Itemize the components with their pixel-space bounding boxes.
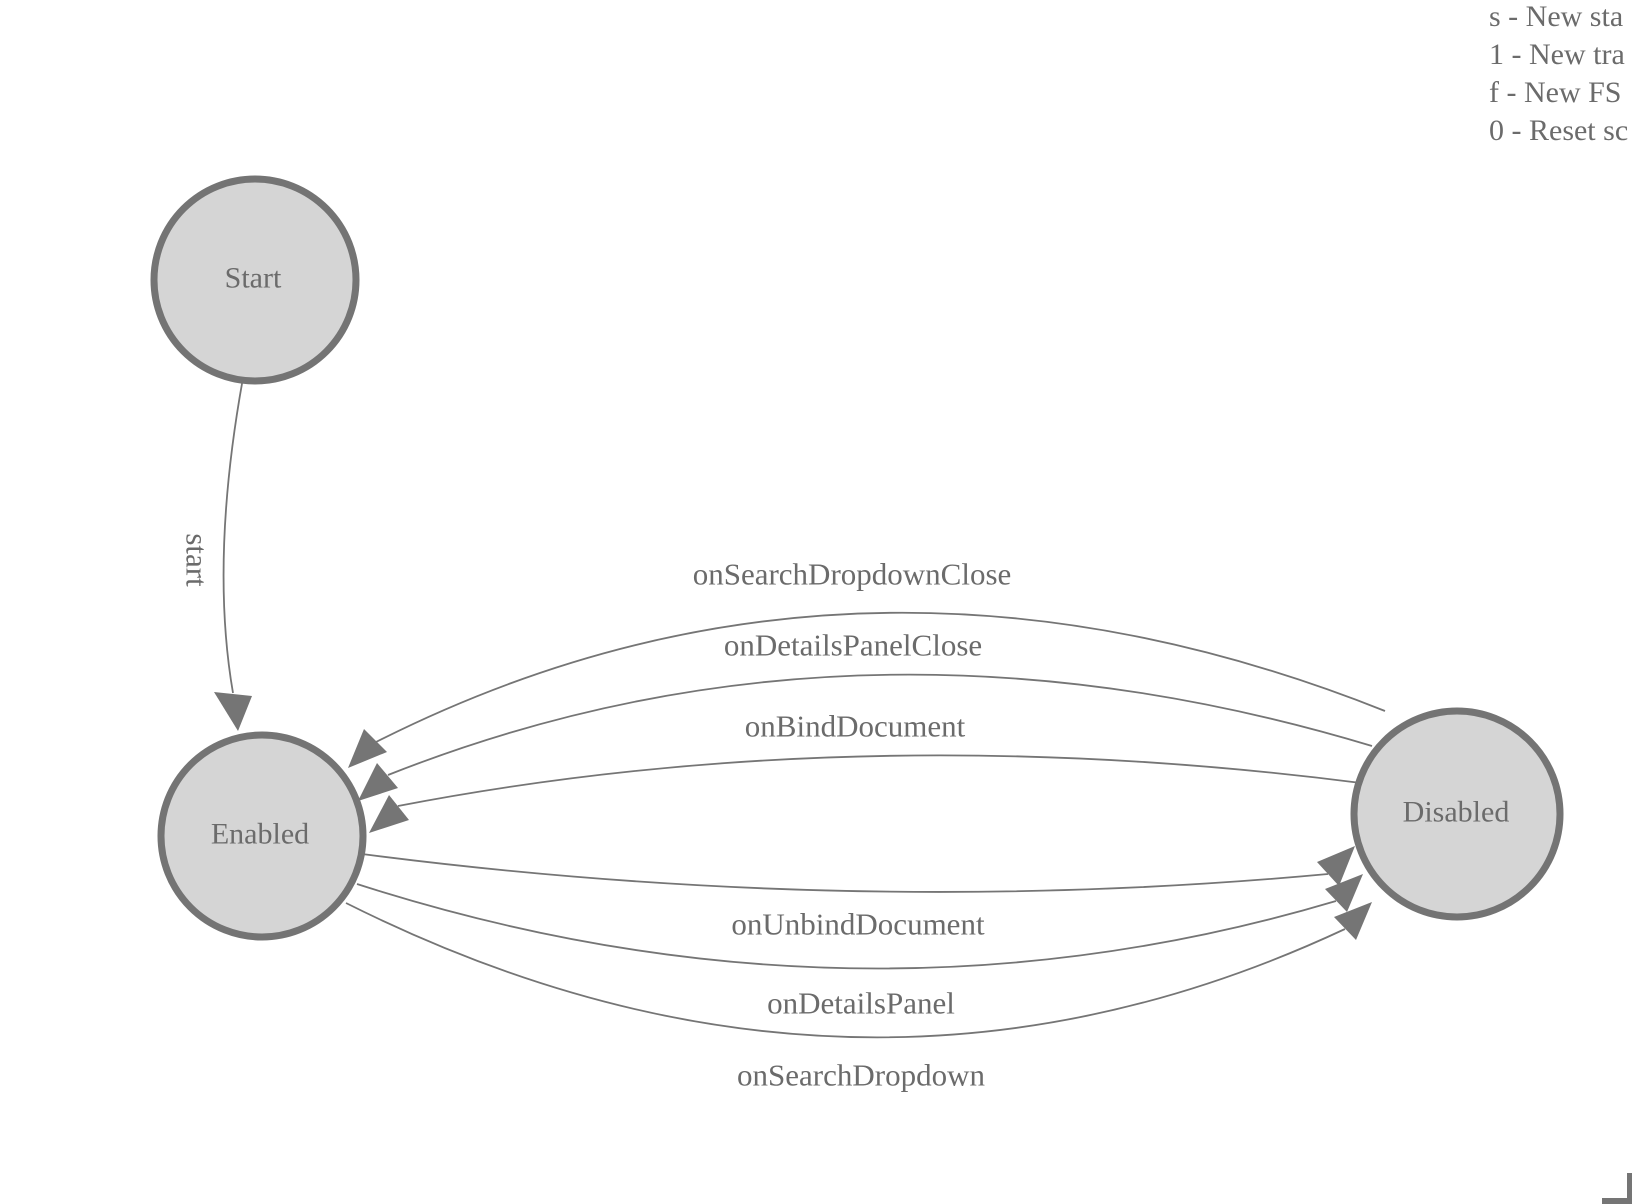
transition-label-onBindDocument: onBindDocument <box>745 709 966 744</box>
arrowhead-into-disabled-1 <box>1317 846 1355 886</box>
transition-onSearchDropdownClose: onSearchDropdownClose <box>348 557 1386 768</box>
transition-label-onSearchDropdown: onSearchDropdown <box>737 1058 985 1093</box>
transition-onBindDocument-wire[interactable] <box>397 754 1362 807</box>
state-circle-enabled[interactable] <box>157 731 367 941</box>
transition-onDetailsPanelClose: onDetailsPanelClose <box>358 628 1373 801</box>
clipped-element-corner-horizontal-bar <box>1602 1198 1632 1204</box>
state-label-start: Start <box>225 262 282 295</box>
arrowhead-into-enabled-1 <box>348 729 387 768</box>
clipped-element-corner <box>1602 1173 1632 1204</box>
transition-onSearchDropdown-wire[interactable] <box>345 902 1346 1039</box>
transition-label-start: start <box>180 533 215 587</box>
transition-label-onDetailsPanelClose: onDetailsPanelClose <box>724 628 982 663</box>
legend: s - New sta 1 - New tra f - New FS 0 - R… <box>1489 0 1628 147</box>
legend-line-new-fsm: f - New FS <box>1489 76 1622 109</box>
transition-onBindDocument: onBindDocument <box>369 709 1362 833</box>
legend-line-new-transition: 1 - New tra <box>1489 38 1625 71</box>
transition-onSearchDropdown: onSearchDropdown <box>345 902 1372 1093</box>
state-node-enabled[interactable]: Enabled <box>157 731 367 941</box>
clipped-element-corner-vertical-bar <box>1627 1173 1632 1204</box>
state-label-enabled: Enabled <box>211 818 309 851</box>
transition-label-onUnbindDocument: onUnbindDocument <box>731 907 985 942</box>
transition-start-wire[interactable] <box>222 377 244 694</box>
transition-label-onDetailsPanel: onDetailsPanel <box>767 986 955 1021</box>
state-circle-disabled[interactable] <box>1350 707 1564 921</box>
transition-onUnbindDocument-wire[interactable] <box>361 853 1329 893</box>
legend-line-new-state: s - New sta <box>1489 0 1623 33</box>
legend-line-reset: 0 - Reset sc <box>1489 114 1628 147</box>
state-label-disabled: Disabled <box>1403 796 1510 829</box>
transition-label-onSearchDropdownClose: onSearchDropdownClose <box>693 557 1012 592</box>
transition-onUnbindDocument: onUnbindDocument <box>361 846 1355 942</box>
transition-onDetailsPanel: onDetailsPanel <box>356 874 1363 1021</box>
arrowhead-into-enabled-3 <box>369 795 409 833</box>
arrowhead-into-disabled-3 <box>1334 902 1372 940</box>
arrowhead-into-disabled-2 <box>1325 874 1363 912</box>
state-node-start[interactable]: Start <box>150 175 360 385</box>
transition-onDetailsPanel-wire[interactable] <box>356 883 1337 970</box>
state-node-disabled[interactable]: Disabled <box>1350 707 1564 921</box>
arrowhead-into-enabled-top <box>214 692 252 731</box>
transition-onSearchDropdownClose-wire[interactable] <box>375 611 1386 743</box>
state-circle-start[interactable] <box>150 175 360 385</box>
arrowhead-into-enabled-2 <box>358 763 398 801</box>
transition-start: start <box>180 377 252 731</box>
transition-onDetailsPanelClose-wire[interactable] <box>387 673 1373 776</box>
